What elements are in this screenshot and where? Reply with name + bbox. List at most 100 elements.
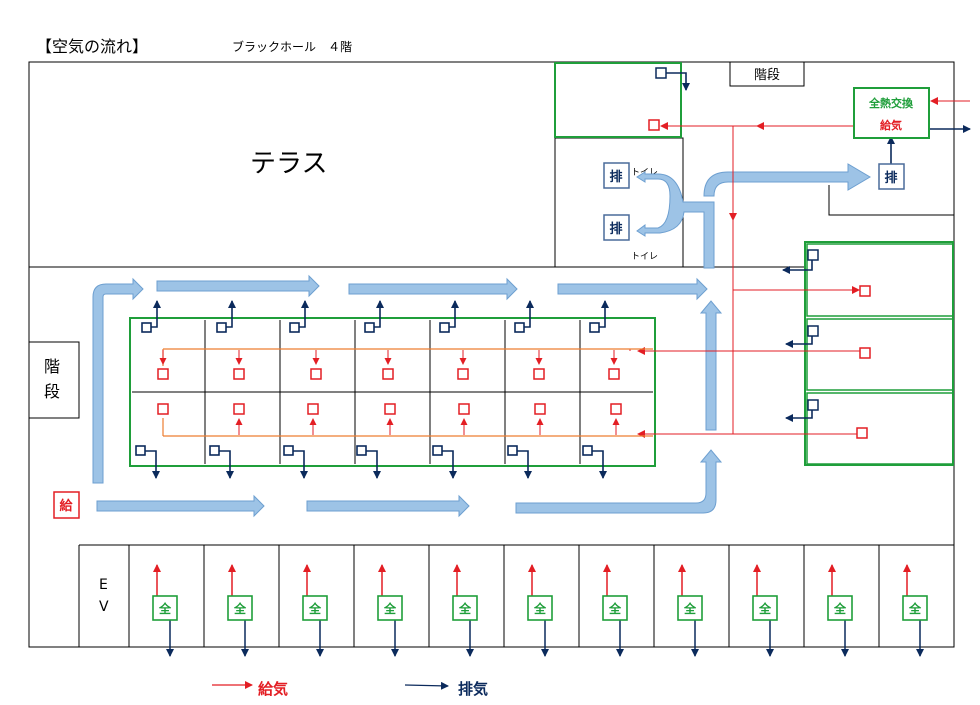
exhaust-vent-top-2 <box>289 322 300 333</box>
exhaust-line-bottom-2 <box>293 450 308 479</box>
supply-vent-bottom-3 <box>384 403 396 415</box>
exhaust-vents-bottom <box>135 445 607 479</box>
stairs-left-label-1: 階 <box>44 357 60 376</box>
supply-vent-top-3 <box>382 368 394 380</box>
exhaust-vent-top-1 <box>216 322 227 333</box>
exhaust-vent-bottom-5 <box>507 445 518 456</box>
stairs-left-label-2: 段 <box>44 382 60 401</box>
exhaust-line-bottom-5 <box>517 450 532 479</box>
exhaust-fan-toilet-1-symbol: 排 <box>609 169 622 185</box>
supply-vent-bottom-1 <box>233 403 245 415</box>
total-heat-unit-symbol-3: 全 <box>383 601 397 616</box>
total-heat-unit-symbol-0: 全 <box>158 601 172 616</box>
total-heat-unit-symbol-2: 全 <box>308 601 322 616</box>
room-grid <box>132 320 653 464</box>
supply-fan: 給 <box>53 491 80 519</box>
exhaust-line-top-3 <box>374 300 384 328</box>
exhaust-vent-bottom-2 <box>283 445 294 456</box>
exhaust-line-bottom-6 <box>592 450 607 479</box>
diagram-title: 【空気の流れ】 <box>36 37 148 56</box>
exhaust-vent-top-6 <box>589 322 600 333</box>
exhaust-fan-toilet-1: 排 <box>603 162 630 189</box>
ev-label-1: E <box>99 577 108 593</box>
supply-vent-top-5 <box>533 368 545 380</box>
stairs-top-label: 階段 <box>754 68 780 83</box>
total-heat-unit-4 <box>452 595 478 621</box>
exhaust-fan-toilet-2: 排 <box>603 214 630 241</box>
diagram-subtitle: ブラックホール ４階 <box>232 39 352 54</box>
supply-vent-top-1 <box>233 368 245 380</box>
supply-vent-top-6 <box>608 368 620 380</box>
exhaust-line-top-2 <box>299 300 309 328</box>
exhaust-vent-bottom-1 <box>209 445 220 456</box>
toilet-label-2: トイレ <box>631 252 658 262</box>
supply-vent-top-4 <box>457 368 469 380</box>
total-heat-unit-symbol-8: 全 <box>758 601 772 616</box>
legend-supply-label: 給気 <box>258 680 288 698</box>
supply-vent-top-2 <box>310 368 322 380</box>
supply-vent-top-0 <box>157 368 169 380</box>
total-heat-unit-0 <box>152 595 178 621</box>
supply-fan-symbol: 給 <box>59 498 73 514</box>
total-heat-unit-symbol-5: 全 <box>533 601 547 616</box>
heat-exchanger-label: 全熱交換 <box>868 96 914 110</box>
exhaust-vent-bottom-6 <box>582 445 593 456</box>
exhaust-line-top-6 <box>599 300 609 328</box>
total-heat-unit-symbol-7: 全 <box>683 601 697 616</box>
exhaust-fan-right: 排 <box>878 163 905 190</box>
legend-exhaust-label: 排気 <box>458 680 488 698</box>
total-heat-unit-symbol-6: 全 <box>608 601 622 616</box>
exhaust-line-bottom-3 <box>366 450 381 479</box>
total-heat-unit-symbol-9: 全 <box>833 601 847 616</box>
heat-exchanger: 全熱交換 給気 <box>853 87 930 139</box>
exhaust-line-bottom-1 <box>219 450 234 479</box>
exhaust-line-bottom-4 <box>442 450 457 479</box>
total-heat-unit-1 <box>227 595 253 621</box>
exhaust-line-top-4 <box>449 300 459 328</box>
air-flow-arrows <box>92 163 871 518</box>
total-heat-unit-8 <box>752 595 778 621</box>
supply-vent-bottom-4 <box>458 403 470 415</box>
exhaust-vent-bottom-4 <box>432 445 443 456</box>
total-heat-units: 全全全全全全全全全全全 <box>152 564 928 657</box>
supply-vents <box>157 350 622 435</box>
total-heat-unit-10 <box>902 595 928 621</box>
exhaust-vent-top-5 <box>514 322 525 333</box>
legend: 給気 排気 <box>212 680 488 698</box>
exhaust-vent-top-4 <box>439 322 450 333</box>
total-heat-unit-symbol-10: 全 <box>908 601 922 616</box>
supply-vent-squares <box>648 119 871 439</box>
exhaust-air-lines <box>666 72 971 422</box>
exhaust-vents-top <box>141 300 609 333</box>
supply-vent-bottom-2 <box>307 403 319 415</box>
total-heat-unit-9 <box>827 595 853 621</box>
exhaust-line-bottom-0 <box>145 450 160 479</box>
exhaust-vent-squares <box>655 67 819 411</box>
ev-label-2: V <box>99 599 109 615</box>
exhaust-fan-right-symbol: 排 <box>884 170 897 186</box>
exhaust-line-top-5 <box>524 300 534 328</box>
total-heat-unit-3 <box>377 595 403 621</box>
total-heat-unit-symbol-1: 全 <box>233 601 247 616</box>
exhaust-vent-bottom-3 <box>356 445 367 456</box>
total-heat-unit-5 <box>527 595 553 621</box>
exhaust-vent-bottom-0 <box>135 445 146 456</box>
total-heat-unit-6 <box>602 595 628 621</box>
total-heat-unit-2 <box>302 595 328 621</box>
exhaust-vent-top-0 <box>141 322 152 333</box>
exhaust-line-top-1 <box>226 300 236 328</box>
supply-air-lines <box>629 97 970 438</box>
total-heat-unit-symbol-4: 全 <box>458 601 472 616</box>
terrace-label: テラス <box>250 149 327 179</box>
exhaust-vent-top-3 <box>364 322 375 333</box>
exhaust-fan-toilet-2-symbol: 排 <box>609 221 622 237</box>
green-rooms <box>129 62 954 467</box>
supply-vent-bottom-6 <box>610 403 622 415</box>
exhaust-line-top-0 <box>151 300 161 328</box>
total-heat-unit-7 <box>677 595 703 621</box>
supply-vent-bottom-0 <box>157 403 169 415</box>
floor-plan-walls <box>28 61 955 648</box>
supply-vent-bottom-5 <box>534 403 546 415</box>
heat-exchanger-supply-label: 給気 <box>880 118 902 132</box>
